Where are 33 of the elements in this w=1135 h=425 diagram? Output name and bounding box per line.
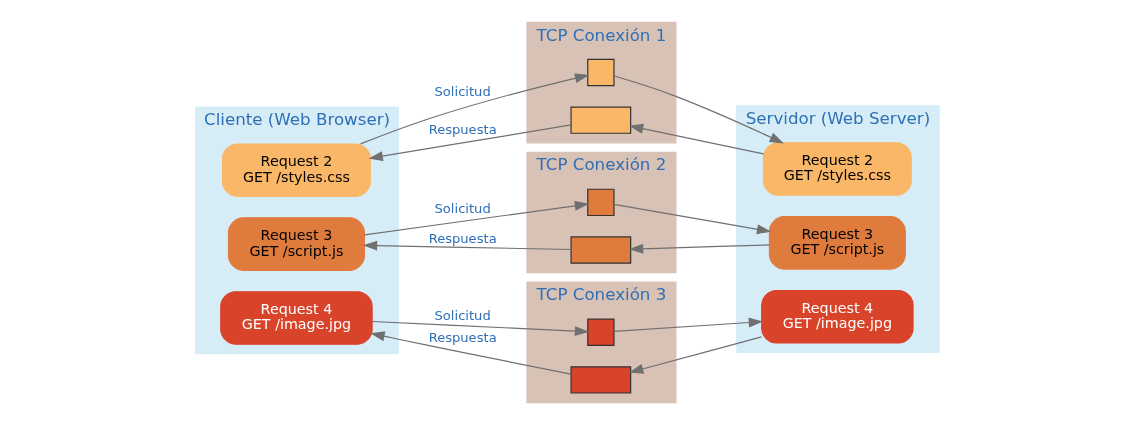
arrow — [368, 124, 572, 162]
arrow — [613, 75, 784, 144]
node-box — [570, 366, 632, 394]
edge-label: Respuesta — [428, 329, 497, 345]
edge-label: Solicitud — [434, 200, 491, 216]
node-box: Request 2 GET /styles.css — [762, 142, 912, 196]
edge-label: Respuesta — [428, 122, 497, 138]
arrow — [628, 243, 770, 254]
node-box — [570, 106, 632, 134]
node-box: Request 4 GET /image.jpg — [220, 291, 373, 345]
arrow — [629, 123, 765, 155]
node-box — [587, 188, 615, 217]
arrow — [364, 200, 590, 236]
node-box: Request 3 GET /script.js — [227, 217, 365, 271]
node-box — [587, 318, 615, 346]
arrow — [359, 73, 590, 145]
cluster: TCP Conexión 3 — [526, 281, 677, 404]
edge-label: Solicitud — [434, 308, 491, 324]
cluster: TCP Conexión 1 — [526, 21, 677, 144]
arrow — [371, 320, 590, 337]
edge-label: Solicitud — [434, 84, 491, 100]
arrow — [629, 336, 763, 374]
cluster: TCP Conexión 2 — [526, 151, 677, 274]
edge-label: Respuesta — [428, 230, 497, 246]
node-box: Request 3 GET /script.js — [768, 216, 906, 270]
node-box: Request 2 GET /styles.css — [221, 143, 371, 197]
arrow — [613, 203, 772, 235]
arrow — [613, 317, 763, 333]
arrow — [370, 331, 572, 375]
arrow — [362, 240, 572, 251]
node-box — [587, 58, 615, 87]
node-box: Request 4 GET /image.jpg — [761, 289, 914, 344]
node-box — [570, 236, 632, 264]
